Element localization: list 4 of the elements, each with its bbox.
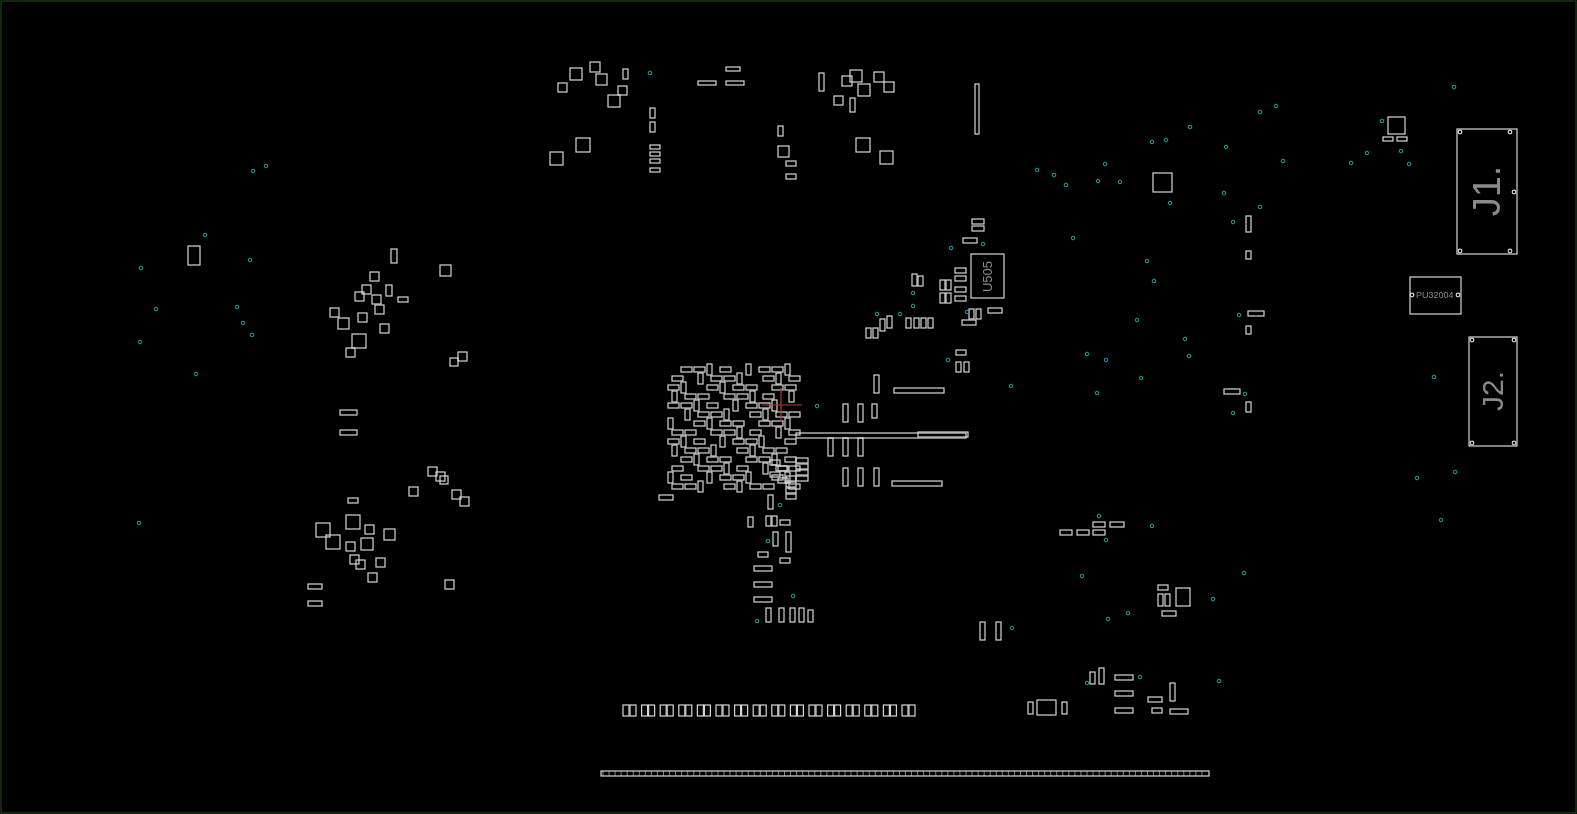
chip-designator: U505 (980, 260, 994, 292)
connector-designator: J1. (1467, 165, 1506, 217)
component-designator: PU32004 (1416, 290, 1454, 300)
connector-designator: J2. (1478, 371, 1508, 411)
